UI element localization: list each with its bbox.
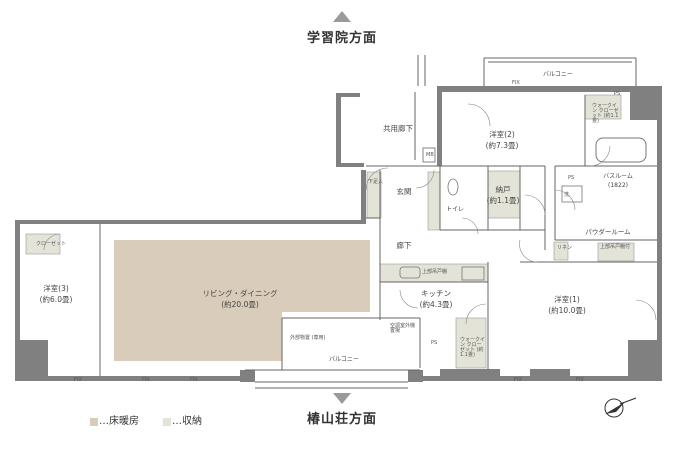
toilet-fixture: [447, 178, 459, 196]
interior-lines: [99, 55, 657, 389]
closet-label: クローゼット: [36, 241, 67, 247]
room-size: (約7.3畳): [485, 140, 519, 150]
south-direction-arrow: [333, 393, 351, 404]
room-bath: バスルーム (1822): [603, 174, 633, 189]
fix-label-bottom-5: FIX: [576, 377, 584, 383]
room-powder: パウダールーム: [585, 228, 631, 236]
room-western2: 洋室(2) (約7.3畳): [486, 131, 519, 149]
room-name: 納戸: [495, 185, 511, 194]
room-name: キッチン: [421, 289, 451, 298]
meter-box: [422, 147, 436, 163]
floor-heating-area: [114, 240, 370, 361]
room-toilet: トイレ: [445, 206, 465, 213]
room-name: リビング・ダイニング: [202, 289, 278, 298]
door-swings: [43, 103, 657, 325]
linen-label: リネン: [557, 245, 573, 251]
room-living: リビング・ダイニング (約20.0畳): [203, 290, 278, 308]
room-entrance: 玄関: [396, 187, 412, 196]
legend-swatch-storage: [163, 418, 171, 426]
room-size: (約1.1畳): [486, 195, 520, 205]
room-size: (約6.0畳): [39, 294, 73, 304]
outdoor-unit-label: 空調室外機置場: [390, 323, 416, 334]
ps-label-2: PS: [431, 340, 438, 346]
sink: [399, 266, 421, 279]
room-shared-hall: 共用廊下: [383, 124, 413, 133]
walkin-bottom-label: ウォークイン クローゼット (約1.1畳): [460, 337, 486, 358]
room-name: バスルーム: [603, 173, 633, 180]
fix-label-bottom-1: FIX: [74, 377, 82, 383]
trunk-room-label: 外部物置 (専用): [290, 335, 326, 341]
legend-label-storage: …収納: [172, 416, 202, 427]
room-size: (約4.3畳): [419, 299, 453, 309]
cooktop: [461, 266, 485, 281]
fix-label-bottom-4: FIX: [514, 377, 522, 383]
legend-label-floor-heating: …床暖房: [99, 416, 139, 427]
north-direction-arrow: [333, 11, 351, 22]
compass-icon: [604, 397, 637, 418]
balcony-bottom-label: バルコニー: [329, 356, 359, 363]
mb-label: MB: [426, 152, 434, 158]
powder-shelf-label: 上部吊戸棚付: [600, 244, 631, 250]
legend-swatch-floor-heating: [90, 418, 98, 426]
fix-label-bottom-3: FIX: [190, 377, 198, 383]
room-kitchen: キッチン (約4.3畳): [420, 290, 453, 308]
room-size: (1822): [608, 182, 628, 189]
room-size: (約10.0畳): [548, 305, 586, 315]
room-storage: 納戸 (約1.1畳): [487, 186, 520, 204]
room-size: (約20.0畳): [221, 299, 259, 309]
direction-label-top: 学習院方面: [306, 31, 378, 46]
walkin-top-label: ウォークイン クローゼット (約1.1畳): [592, 103, 619, 124]
shoes-label: 下足入: [368, 179, 384, 185]
room-name: 洋室(1): [554, 295, 580, 304]
balcony-top-label: バルコニー: [543, 71, 573, 78]
storage-areas: [25, 94, 635, 369]
walls: [15, 86, 662, 382]
ps-label-1: PS: [568, 175, 575, 181]
direction-label-bottom: 椿山荘方面: [306, 412, 378, 427]
wash-label: 洗: [564, 192, 570, 198]
room-western1: 洋室(1) (約10.0畳): [548, 296, 586, 314]
bathtub: [595, 137, 647, 163]
room-hall: 廊下: [396, 241, 412, 250]
fix-label-bottom-2: FIX: [142, 377, 150, 383]
room-name: 洋室(2): [489, 130, 515, 139]
ps-label-3: PS: [614, 91, 621, 97]
kitchen-shelf-label: 上部吊戸棚: [422, 269, 448, 275]
room-western3: 洋室(3) (約6.0畳): [40, 285, 73, 303]
washbasin: [561, 185, 583, 203]
fix-label-top: FIX: [512, 80, 520, 86]
room-name: 洋室(3): [43, 284, 69, 293]
